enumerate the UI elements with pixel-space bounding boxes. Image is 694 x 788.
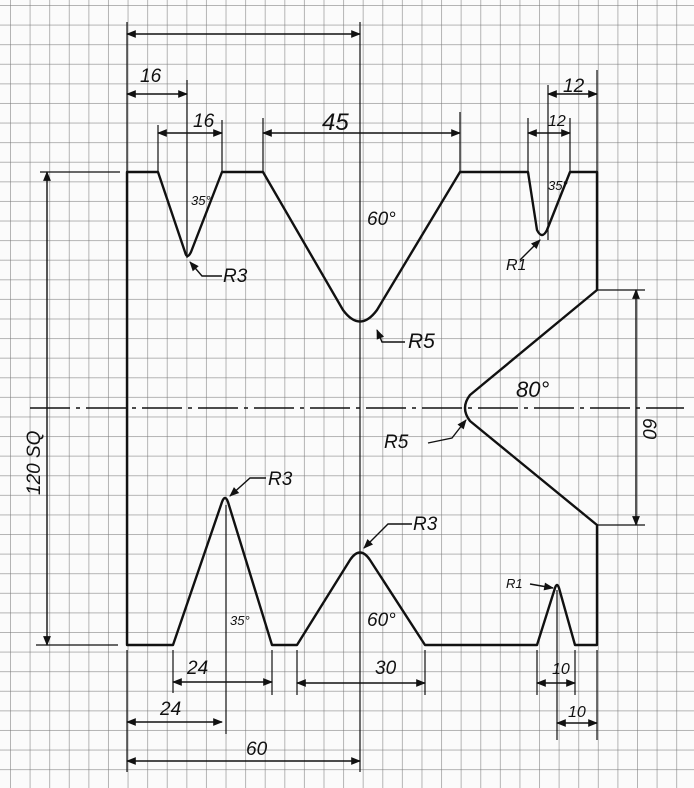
- dimension-lines: [43, 30, 640, 765]
- dim-notch-16: 16: [193, 111, 215, 132]
- radius-bottom-center: R3: [413, 514, 438, 535]
- angle-top-left: 35°: [191, 193, 211, 208]
- dim-peak-10: 10: [552, 661, 570, 678]
- radius-top-right: R1: [506, 257, 526, 274]
- radius-bottom-right: R1: [506, 576, 523, 591]
- part-profile: [125, 170, 599, 647]
- dim-overall-120sq: 120 SQ: [24, 430, 45, 495]
- leader-lines: [189, 239, 554, 591]
- radius-bottom-left: R3: [268, 469, 293, 490]
- dim-offset-10: 10: [568, 704, 586, 721]
- radius-top-left: R3: [223, 266, 248, 287]
- angle-top-right: 35°: [548, 178, 568, 193]
- dim-peak-24: 24: [186, 658, 208, 679]
- radius-side: R5: [384, 432, 409, 453]
- radius-top-center: R5: [408, 330, 435, 353]
- dim-left-16: 16: [140, 66, 162, 87]
- angle-bottom-center: 60°: [367, 610, 396, 631]
- angle-bottom-left: 35°: [230, 613, 250, 628]
- dim-offset-60: 60: [246, 739, 268, 760]
- dim-notch-12: 12: [548, 113, 566, 130]
- dim-notch-45: 45: [322, 109, 349, 136]
- dim-right-12: 12: [563, 76, 585, 97]
- dim-side-60: 60: [638, 418, 659, 440]
- angle-side: 80°: [516, 377, 549, 402]
- dim-offset-24: 24: [159, 699, 181, 720]
- dim-peak-30: 30: [375, 658, 397, 679]
- angle-top-center: 60°: [367, 209, 396, 230]
